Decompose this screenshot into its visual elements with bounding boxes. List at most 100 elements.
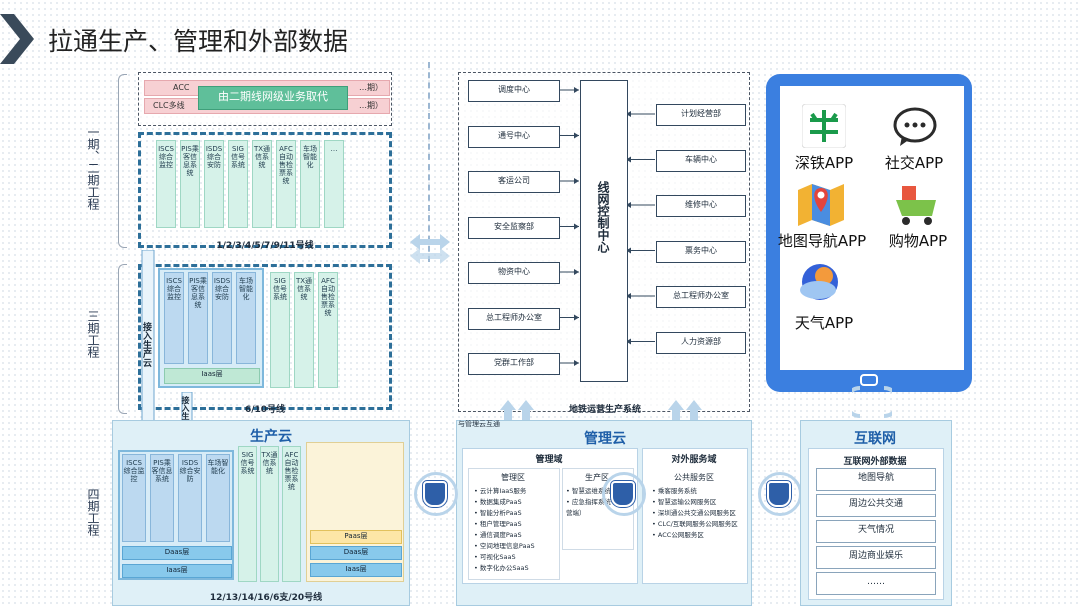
phase2-caption: 6/10号线	[244, 405, 286, 415]
phase2-label: 三期工程	[86, 310, 100, 358]
phase1-system-4: TX通信系统	[252, 140, 272, 228]
mgmt-item-5: 空间地理信息PaaS	[474, 541, 558, 552]
access-label-2: 接入生产云	[181, 396, 190, 436]
pc-system-1: TX通信系统	[260, 446, 279, 582]
management-cloud-title: 管理云	[584, 431, 626, 447]
pc-daas2-layer: Daas层	[310, 546, 402, 560]
public-item-0: 乘客服务系统	[652, 486, 744, 497]
org-right-connector-0-head	[626, 111, 631, 117]
phase1-system-2: ISDS综合安防	[204, 140, 224, 228]
org-left-dept-1: 通号中心	[468, 125, 560, 148]
pc-daas-layer: Daas层	[122, 546, 232, 560]
org-right-connector-3-head	[626, 247, 631, 254]
acc-suffix: …期）	[359, 83, 383, 92]
org-right-dept-4: 总工程师办公室	[656, 286, 746, 308]
phase1-system-5: AFC自动售检票系统	[276, 140, 296, 228]
weather-app-icon[interactable]	[796, 262, 846, 306]
mgmt-item-4: 通信调度PaaS	[474, 530, 558, 541]
internet-item-1: 周边公共交通	[816, 494, 936, 517]
pc-system-2: AFC自动售检票系统	[282, 446, 301, 582]
org-left-dept-0: 调度中心	[468, 80, 560, 102]
phase2-cloud-system-2: ISDS综合安防	[212, 272, 232, 364]
clc-suffix: …期）	[359, 101, 383, 110]
internet-item-0: 地图导航	[816, 468, 936, 491]
mgmt-domain-title: 管理域	[535, 455, 563, 465]
shield-icon	[767, 481, 791, 507]
phase1-system-6: 车场智能化	[300, 140, 320, 228]
org-caption: 地铁运营生产系统	[568, 405, 641, 415]
app-label-map: 地图导航APP	[777, 232, 867, 250]
map-navigation-app-icon[interactable]	[796, 180, 846, 226]
phase1-system-7: …	[324, 140, 344, 228]
shopping-cart-app-icon[interactable]	[892, 182, 942, 226]
production-cloud-title: 生产云	[250, 429, 292, 445]
mgmt-item-0: 云计算IaaS服务	[474, 486, 558, 497]
app-label-shentie: 深铁APP	[794, 154, 854, 172]
phase2-cloud-system-0: ISCS综合监控	[164, 272, 184, 364]
acc-label: ACC	[173, 83, 190, 92]
app-label-shopping: 购物APP	[888, 232, 948, 250]
pc-cloud-system-3: 车场智能化	[206, 454, 230, 542]
public-zone-title: 公共服务区	[674, 473, 714, 482]
internet-item-4: ……	[816, 572, 936, 595]
network-control-center: 线网控制中心	[580, 80, 628, 382]
phase1-brace	[118, 74, 127, 248]
access-label-1: 接入生产云	[141, 322, 151, 367]
pc-iaas2-layer: Iaas层	[310, 563, 402, 577]
org-right-dept-2: 维修中心	[656, 195, 746, 217]
divider-line	[428, 62, 430, 262]
mgmt-item-6: 可视化SaaS	[474, 552, 558, 563]
org-right-dept-0: 计划经营部	[656, 104, 746, 126]
network-control-center-label: 线网控制中心	[596, 181, 610, 253]
internet-subtitle: 互联网外部数据	[843, 457, 907, 467]
org-right-dept-1: 车辆中心	[656, 149, 746, 172]
public-item-1: 智慧运输公网服务区	[652, 497, 744, 508]
org-left-dept-4: 物资中心	[468, 262, 560, 284]
mgmt-items-list: 云计算IaaS服务数据集成PaaS智能分析PaaS租户管理PaaS通信调度Paa…	[474, 486, 558, 574]
phase1-label: 一期、二期工程	[86, 126, 100, 210]
pc-cloud-system-2: ISDS综合安防	[178, 454, 202, 542]
phase2-cloud-system-3: 车场智能化	[236, 272, 256, 364]
sync-ring-icon	[414, 472, 458, 516]
phase2-system-0: SIG信号系统	[270, 272, 290, 388]
external-domain-title: 对外服务域	[671, 455, 717, 465]
phase2-cloud-system-1: PIS乘客信息系统	[188, 272, 208, 364]
clc-label: CLC多线	[153, 101, 185, 110]
org-left-connector-1-head	[574, 132, 579, 139]
sync-arrow-icon	[852, 386, 892, 418]
sync-ring-icon	[602, 472, 646, 516]
internet-title: 互联网	[854, 431, 896, 447]
internet-item-2: 天气情况	[816, 520, 936, 543]
org-connectors	[558, 87, 655, 366]
bidirectional-arrow-icon	[410, 234, 450, 264]
mgmt-cloud-side-label: 与管理云互通	[458, 420, 500, 428]
org-left-dept-5: 总工程师办公室	[468, 307, 560, 330]
mgmt-zone-title: 管理区	[501, 473, 525, 482]
org-right-dept-5: 人力资源部	[656, 331, 746, 354]
pc-cloud-system-1: PIS乘客信息系统	[150, 454, 174, 542]
prod-zone-title: 生产区	[585, 473, 609, 482]
mgmt-item-7: 数字化办公SaaS	[474, 563, 558, 574]
mgmt-item-3: 租户管理PaaS	[474, 519, 558, 530]
phase1-systems-box	[138, 132, 392, 248]
production-cloud-caption: 12/13/14/16/6支/20号线	[209, 593, 323, 603]
app-label-social: 社交APP	[884, 154, 944, 172]
phase2-box	[138, 264, 392, 410]
shenzhen-metro-app-icon[interactable]	[802, 104, 846, 148]
phase1-caption: 1/2/3/4/5/7/9/11号线	[216, 241, 314, 251]
pc-cloud-system-0: ISCS综合监控	[122, 454, 146, 542]
public-item-2: 深圳通公共交通公网服务区	[652, 508, 744, 519]
phase1-system-1: PIS乘客信息系统	[180, 140, 200, 228]
org-right-connector-2-head	[626, 202, 631, 208]
chevron-icon	[0, 14, 34, 64]
org-left-dept-6: 党群工作部	[468, 353, 560, 375]
pc-system-0: SIG信号系统	[238, 446, 257, 582]
phone-home-button[interactable]	[860, 374, 878, 386]
phase1-system-3: SIG信号系统	[228, 140, 248, 228]
mgmt-item-2: 智能分析PaaS	[474, 508, 558, 519]
org-left-connector-0-head	[574, 87, 579, 93]
org-left-connector-3-head	[574, 223, 579, 230]
pc-paas-layer: Paas层	[310, 530, 402, 544]
org-right-connector-1-head	[626, 156, 631, 163]
social-chat-app-icon[interactable]	[892, 106, 938, 148]
